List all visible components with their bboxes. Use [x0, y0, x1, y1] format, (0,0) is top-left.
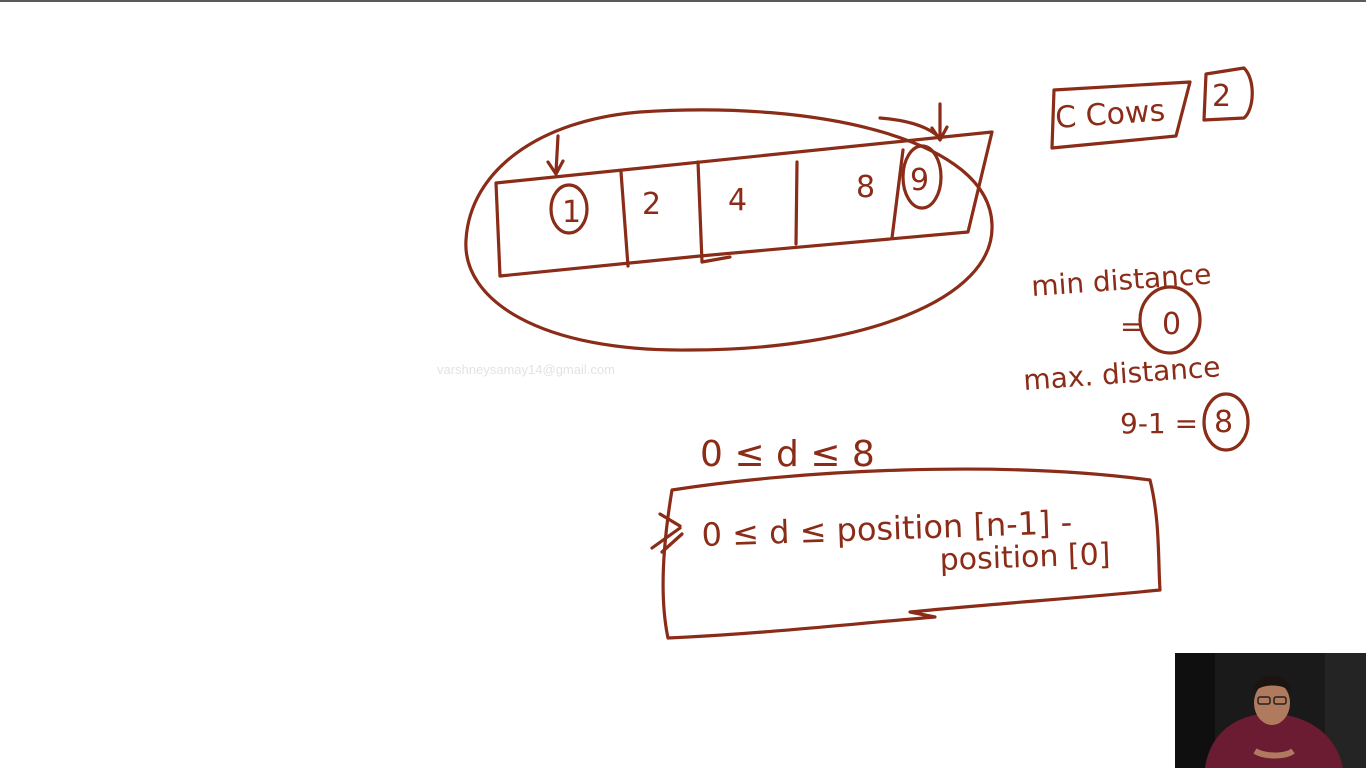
array-divider-1: [619, 170, 630, 268]
max-distance-circle: [1202, 392, 1250, 452]
array-box: [494, 130, 994, 278]
array-cell-4: 9: [910, 163, 929, 198]
webcam-overlay: [1175, 653, 1366, 768]
min-distance-value: 0: [1162, 307, 1181, 342]
array-cell-3: 8: [856, 170, 875, 205]
max-distance-label: max. distance: [1022, 350, 1221, 397]
window-top-border: [0, 0, 1366, 2]
down-arrow-first: [546, 134, 565, 176]
curve-arrow-last: [878, 116, 942, 140]
min-distance-label: min distance: [1030, 257, 1212, 303]
array-divider-2: [696, 160, 732, 264]
watermark-email: varshneysamay14@gmail.com: [437, 362, 615, 377]
cows-label: C Cows: [1054, 93, 1166, 136]
range-example: 0 ≤ d ≤ 8: [700, 434, 875, 475]
array-cell-0: 1: [562, 195, 581, 230]
array-divider-4: [890, 148, 905, 240]
formula-box: [661, 467, 1162, 640]
cows-value-box: [1202, 66, 1254, 122]
formula-tick-mark: [650, 512, 684, 554]
cows-value: 2: [1212, 79, 1231, 114]
presenter-video-icon: [1175, 653, 1366, 768]
min-distance-circle: [1138, 285, 1202, 355]
cows-box: [1050, 80, 1192, 150]
max-distance-expr: 9-1 =: [1120, 407, 1198, 440]
circle-last-cell: [901, 144, 943, 210]
array-cell-2: 4: [728, 183, 747, 218]
min-distance-equals: =: [1120, 310, 1143, 343]
max-distance-value: 8: [1214, 405, 1233, 440]
array-enclosing-ellipse: [464, 108, 994, 352]
formula-line-2: position [0]: [939, 537, 1111, 578]
circle-first-cell: [549, 183, 589, 235]
array-cell-1: 2: [642, 187, 661, 222]
array-divider-3: [794, 160, 799, 246]
